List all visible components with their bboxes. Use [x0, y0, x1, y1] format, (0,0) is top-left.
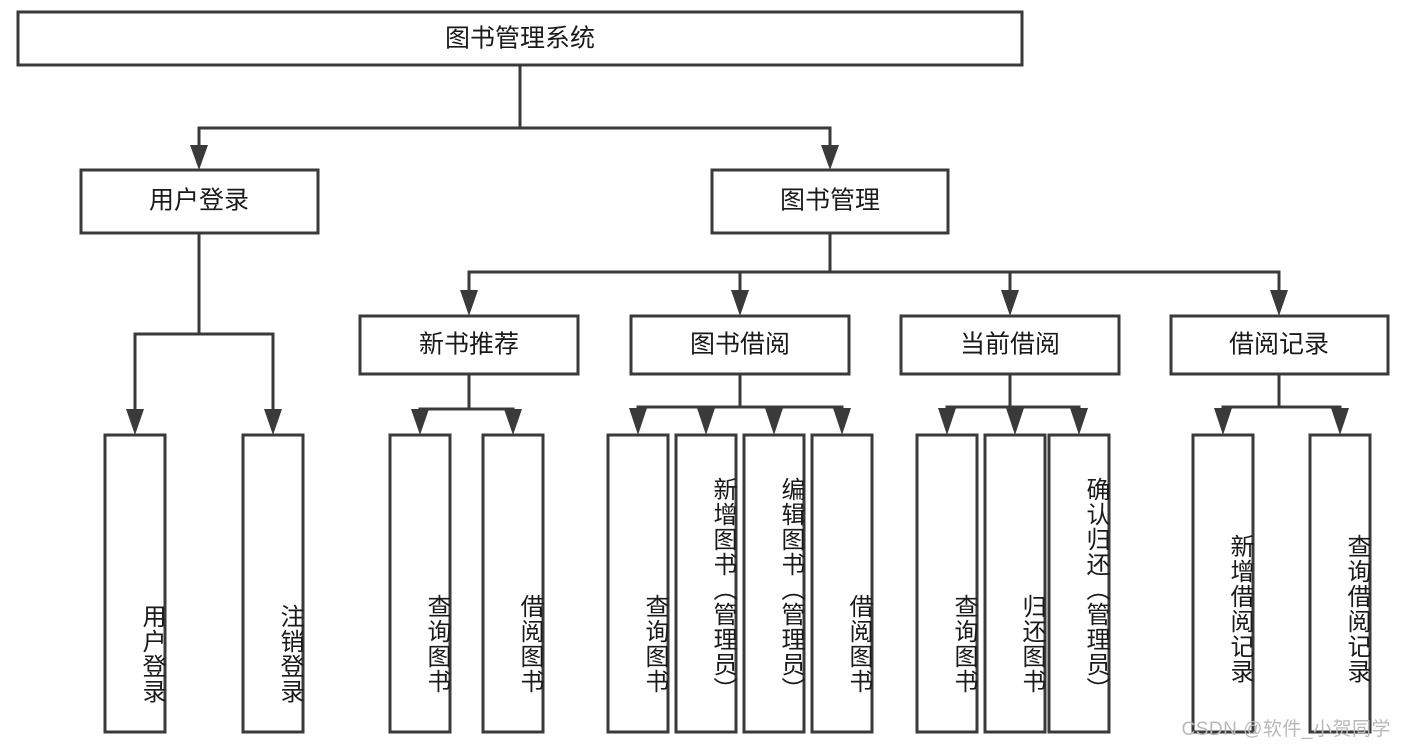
arrow-to-leaf-add-record: [1214, 408, 1232, 435]
arrow-to-leaf-logout-login: [264, 409, 282, 435]
leaf-box-edit-book[interactable]: [742, 433, 806, 734]
arrow-to-book-manage: [821, 145, 839, 170]
node-book-borrow-label: 图书借阅: [690, 331, 790, 359]
leaf-box-borrow-book-2[interactable]: [810, 433, 874, 734]
node-title-box: [16, 10, 1024, 67]
arrow-to-leaf-borrow-book-2: [833, 408, 851, 435]
arrow-to-leaf-query-book-2: [629, 408, 647, 435]
arrow-to-leaf-user-login: [126, 409, 144, 435]
connector-book-manage-to-level3: [460, 231, 1288, 316]
arrow-to-leaf-query-book-1: [411, 409, 429, 435]
node-book-borrow[interactable]: 图书借阅: [629, 314, 851, 376]
arrow-to-leaf-return-book: [1006, 408, 1024, 435]
arrow-to-leaf-borrow-book-1: [504, 409, 522, 435]
arrow-to-leaf-add-book: [697, 408, 715, 435]
node-current-borrow[interactable]: 当前借阅: [899, 314, 1121, 376]
node-book-manage-label: 图书管理: [780, 187, 880, 215]
connector-book-borrow-to-leaves: [629, 372, 851, 435]
arrow-to-leaf-confirm-return: [1070, 408, 1088, 435]
leaf-box-logout-login[interactable]: [241, 433, 305, 734]
leaf-box-borrow-book-1[interactable]: [481, 433, 545, 734]
node-current-borrow-label: 当前借阅: [960, 331, 1060, 359]
arrow-to-user-login: [190, 145, 208, 170]
arrow-to-new-book-recommend: [460, 290, 478, 316]
leaf-box-add-book[interactable]: [674, 433, 738, 734]
leaf-box-return-book[interactable]: [983, 433, 1047, 734]
node-new-book-recommend[interactable]: 新书推荐: [358, 314, 580, 376]
node-book-manage[interactable]: 图书管理: [710, 168, 950, 235]
leaf-box-confirm-return[interactable]: [1047, 433, 1111, 734]
node-borrow-record-label: 借阅记录: [1229, 331, 1329, 359]
node-new-book-recommend-box: [358, 314, 580, 376]
connector-current-borrow-to-leaves: [938, 372, 1088, 435]
connector-root-to-level2: [190, 63, 839, 170]
leaf-box-add-record[interactable]: [1191, 433, 1255, 734]
connector-new-book-recommend-to-leaves: [411, 372, 522, 435]
csdn-watermark: CSDN @软件_小贺同学: [1181, 719, 1391, 740]
leaf-box-query-book-3[interactable]: [915, 433, 979, 734]
node-user-login-label: 用户登录: [149, 187, 249, 215]
node-new-book-recommend-label: 新书推荐: [419, 331, 519, 359]
node-user-login-box: [79, 168, 320, 235]
node-user-login[interactable]: 用户登录: [79, 168, 320, 235]
arrow-to-leaf-query-record: [1331, 408, 1349, 435]
leaf-box-user-login[interactable]: [103, 433, 167, 734]
leaf-box-query-book-2[interactable]: [606, 433, 670, 734]
node-borrow-record[interactable]: 借阅记录: [1169, 314, 1390, 376]
connector-borrow-record-to-leaves: [1214, 372, 1349, 435]
node-title[interactable]: 图书管理系统: [16, 10, 1024, 67]
arrow-to-book-borrow: [731, 290, 749, 316]
arrow-to-leaf-query-book-3: [938, 408, 956, 435]
arrow-to-current-borrow: [1001, 290, 1019, 316]
leaf-box-query-book-1[interactable]: [388, 433, 452, 734]
arrow-to-leaf-edit-book: [765, 408, 783, 435]
leaf-box-query-record[interactable]: [1308, 433, 1372, 734]
connector-user-login-to-leaves: [126, 231, 282, 435]
node-title-label: 图书管理系统: [445, 25, 595, 53]
arrow-to-borrow-record: [1270, 290, 1288, 316]
node-current-borrow-box: [899, 314, 1121, 376]
